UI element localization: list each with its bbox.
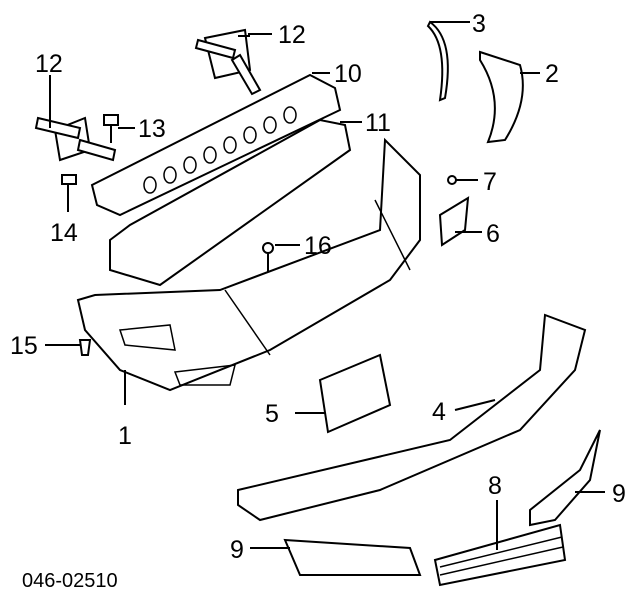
part-9-grille-left [283, 538, 422, 576]
callout-8: 8 [488, 472, 502, 500]
callout-16: 16 [304, 232, 332, 260]
callout-12-top: 12 [278, 21, 306, 49]
callout-10: 10 [334, 60, 362, 88]
leader-lines [45, 21, 605, 550]
callout-12-left: 12 [35, 50, 63, 78]
callout-5: 5 [265, 400, 279, 428]
callout-6: 6 [486, 220, 500, 248]
callout-3: 3 [472, 10, 486, 38]
callout-14: 14 [50, 219, 78, 247]
part-12-bracket-top [194, 28, 262, 96]
diagram-code: 046-02510 [22, 570, 118, 592]
part-6-cap [438, 196, 470, 247]
part-2-cover-side [479, 50, 524, 144]
callout-1: 1 [118, 422, 132, 450]
callout-4: 4 [432, 398, 446, 426]
part-14-fastener [61, 174, 77, 205]
callout-9-left: 9 [230, 536, 244, 564]
part-1-bumper-cover [76, 137, 421, 392]
callout-13: 13 [138, 115, 166, 143]
callout-9-right: 9 [612, 480, 626, 508]
part-9-grille-right [529, 429, 601, 527]
part-13-bolt [103, 114, 119, 143]
part-3-trim-strip [426, 20, 449, 102]
callout-15: 15 [10, 332, 38, 360]
part-15-clip [78, 339, 92, 356]
callout-7: 7 [483, 168, 497, 196]
part-11-carrier [109, 118, 352, 287]
part-16-screw [262, 242, 274, 272]
part-8-center-grille [433, 523, 567, 587]
part-12-bracket-left [34, 116, 117, 162]
part-4-lower-spoiler [237, 313, 587, 522]
part-5-license-bracket [318, 353, 392, 434]
callout-2: 2 [545, 60, 559, 88]
callout-11: 11 [365, 109, 391, 137]
